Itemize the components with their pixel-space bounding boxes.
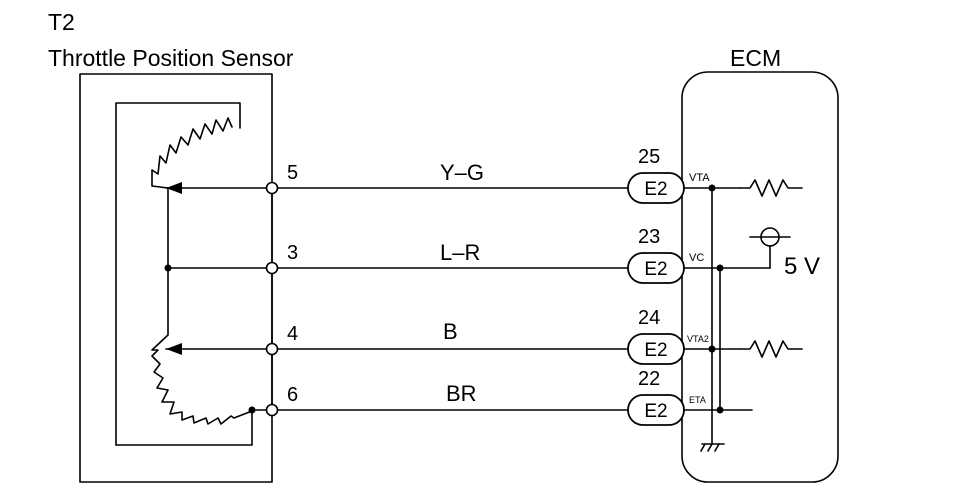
ground-hatch-2 bbox=[707, 443, 713, 452]
ecm-connector-23 bbox=[627, 252, 685, 284]
sensor-terminal-3 bbox=[265, 261, 279, 275]
ecm-connector-24 bbox=[627, 333, 685, 365]
sensor-pin-label: 6 bbox=[287, 384, 298, 406]
ground-hatch-1 bbox=[700, 443, 706, 452]
sensor-pin-label: 4 bbox=[287, 323, 298, 345]
junction-dot bbox=[716, 264, 724, 272]
wiper-arrow-lower-icon bbox=[166, 343, 182, 355]
ecm-terminal-label: VC bbox=[689, 252, 704, 264]
wire-color-label: BR bbox=[446, 381, 477, 406]
sensor-wiper-loop bbox=[115, 102, 241, 446]
supply-voltage-label: 5 V bbox=[784, 253, 820, 280]
vta2-resistor bbox=[739, 340, 803, 358]
component-name: Throttle Position Sensor bbox=[48, 45, 294, 71]
ecm-terminal-label: VTA2 bbox=[687, 334, 709, 344]
wire-color-label: L–R bbox=[440, 240, 480, 265]
ecm-pin-label: 23 bbox=[638, 226, 660, 248]
ecm-terminal-label: VTA bbox=[689, 172, 710, 184]
sensor-terminal-6 bbox=[265, 403, 279, 417]
ecm-connector-22 bbox=[627, 394, 685, 426]
ecm-pin-label: 22 bbox=[638, 368, 660, 390]
sensor-terminal-5 bbox=[265, 181, 279, 195]
sensor-pin-label: 3 bbox=[287, 242, 298, 264]
sensor-pin-label: 5 bbox=[287, 162, 298, 184]
ecm-terminal-label: ETA bbox=[689, 395, 706, 405]
sensor-terminal-4 bbox=[265, 342, 279, 356]
ground-hatch-3 bbox=[714, 443, 720, 452]
junction-dot bbox=[248, 406, 256, 414]
junction-dot bbox=[708, 184, 716, 192]
connector-code: E2 bbox=[644, 259, 667, 280]
junction-dot bbox=[716, 406, 724, 414]
wire-color-label: Y–G bbox=[440, 160, 484, 185]
ecm-connector-25 bbox=[627, 172, 685, 204]
sensor-housing bbox=[79, 73, 273, 483]
ecm-pin-label: 24 bbox=[638, 307, 660, 329]
wiper-arrow-upper-icon bbox=[166, 182, 182, 194]
component-id: T2 bbox=[48, 9, 75, 35]
junction-dot bbox=[164, 264, 172, 272]
upper-resistor-track bbox=[115, 117, 253, 446]
connector-code: E2 bbox=[644, 340, 667, 361]
ecm-title: ECM bbox=[730, 45, 781, 71]
connector-code: E2 bbox=[644, 179, 667, 200]
connector-code: E2 bbox=[644, 401, 667, 422]
vta-resistor bbox=[739, 179, 803, 197]
ecm-pin-label: 25 bbox=[638, 146, 660, 168]
wire-color-label: B bbox=[443, 319, 458, 344]
junction-dot bbox=[708, 345, 716, 353]
